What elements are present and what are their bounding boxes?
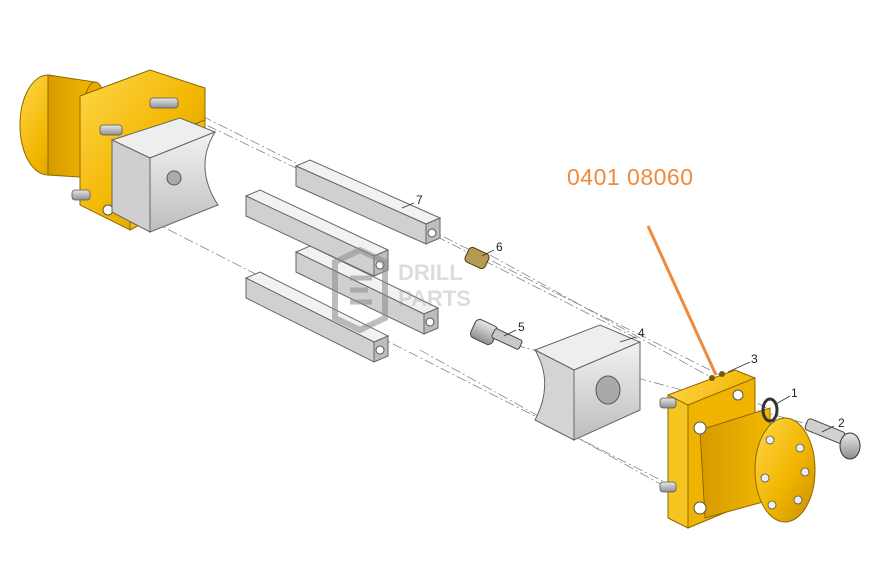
bolt [804, 418, 861, 460]
label-5: 5 [518, 320, 525, 334]
washer [761, 397, 779, 423]
part-number-callout: 0401 08060 [567, 164, 694, 190]
label-2: 2 [838, 416, 845, 430]
right-v-block [533, 324, 642, 441]
leader-lines [401, 202, 835, 433]
label-3: 3 [751, 352, 758, 366]
label-6: 6 [496, 240, 503, 254]
watermark-line1: DRILL [398, 260, 463, 285]
set-screw [464, 246, 490, 270]
callout-arrow [646, 225, 718, 376]
label-4: 4 [638, 326, 645, 340]
square-bars [244, 159, 442, 363]
cap-screw [470, 319, 523, 350]
drill-parts-watermark: DRILL PARTS [332, 246, 471, 334]
watermark-line2: PARTS [398, 286, 471, 311]
right-cylinder-housing [659, 369, 816, 529]
bar-upper [294, 159, 442, 245]
left-v-block [110, 117, 219, 233]
label-7: 7 [416, 193, 423, 207]
label-1: 1 [791, 386, 798, 400]
